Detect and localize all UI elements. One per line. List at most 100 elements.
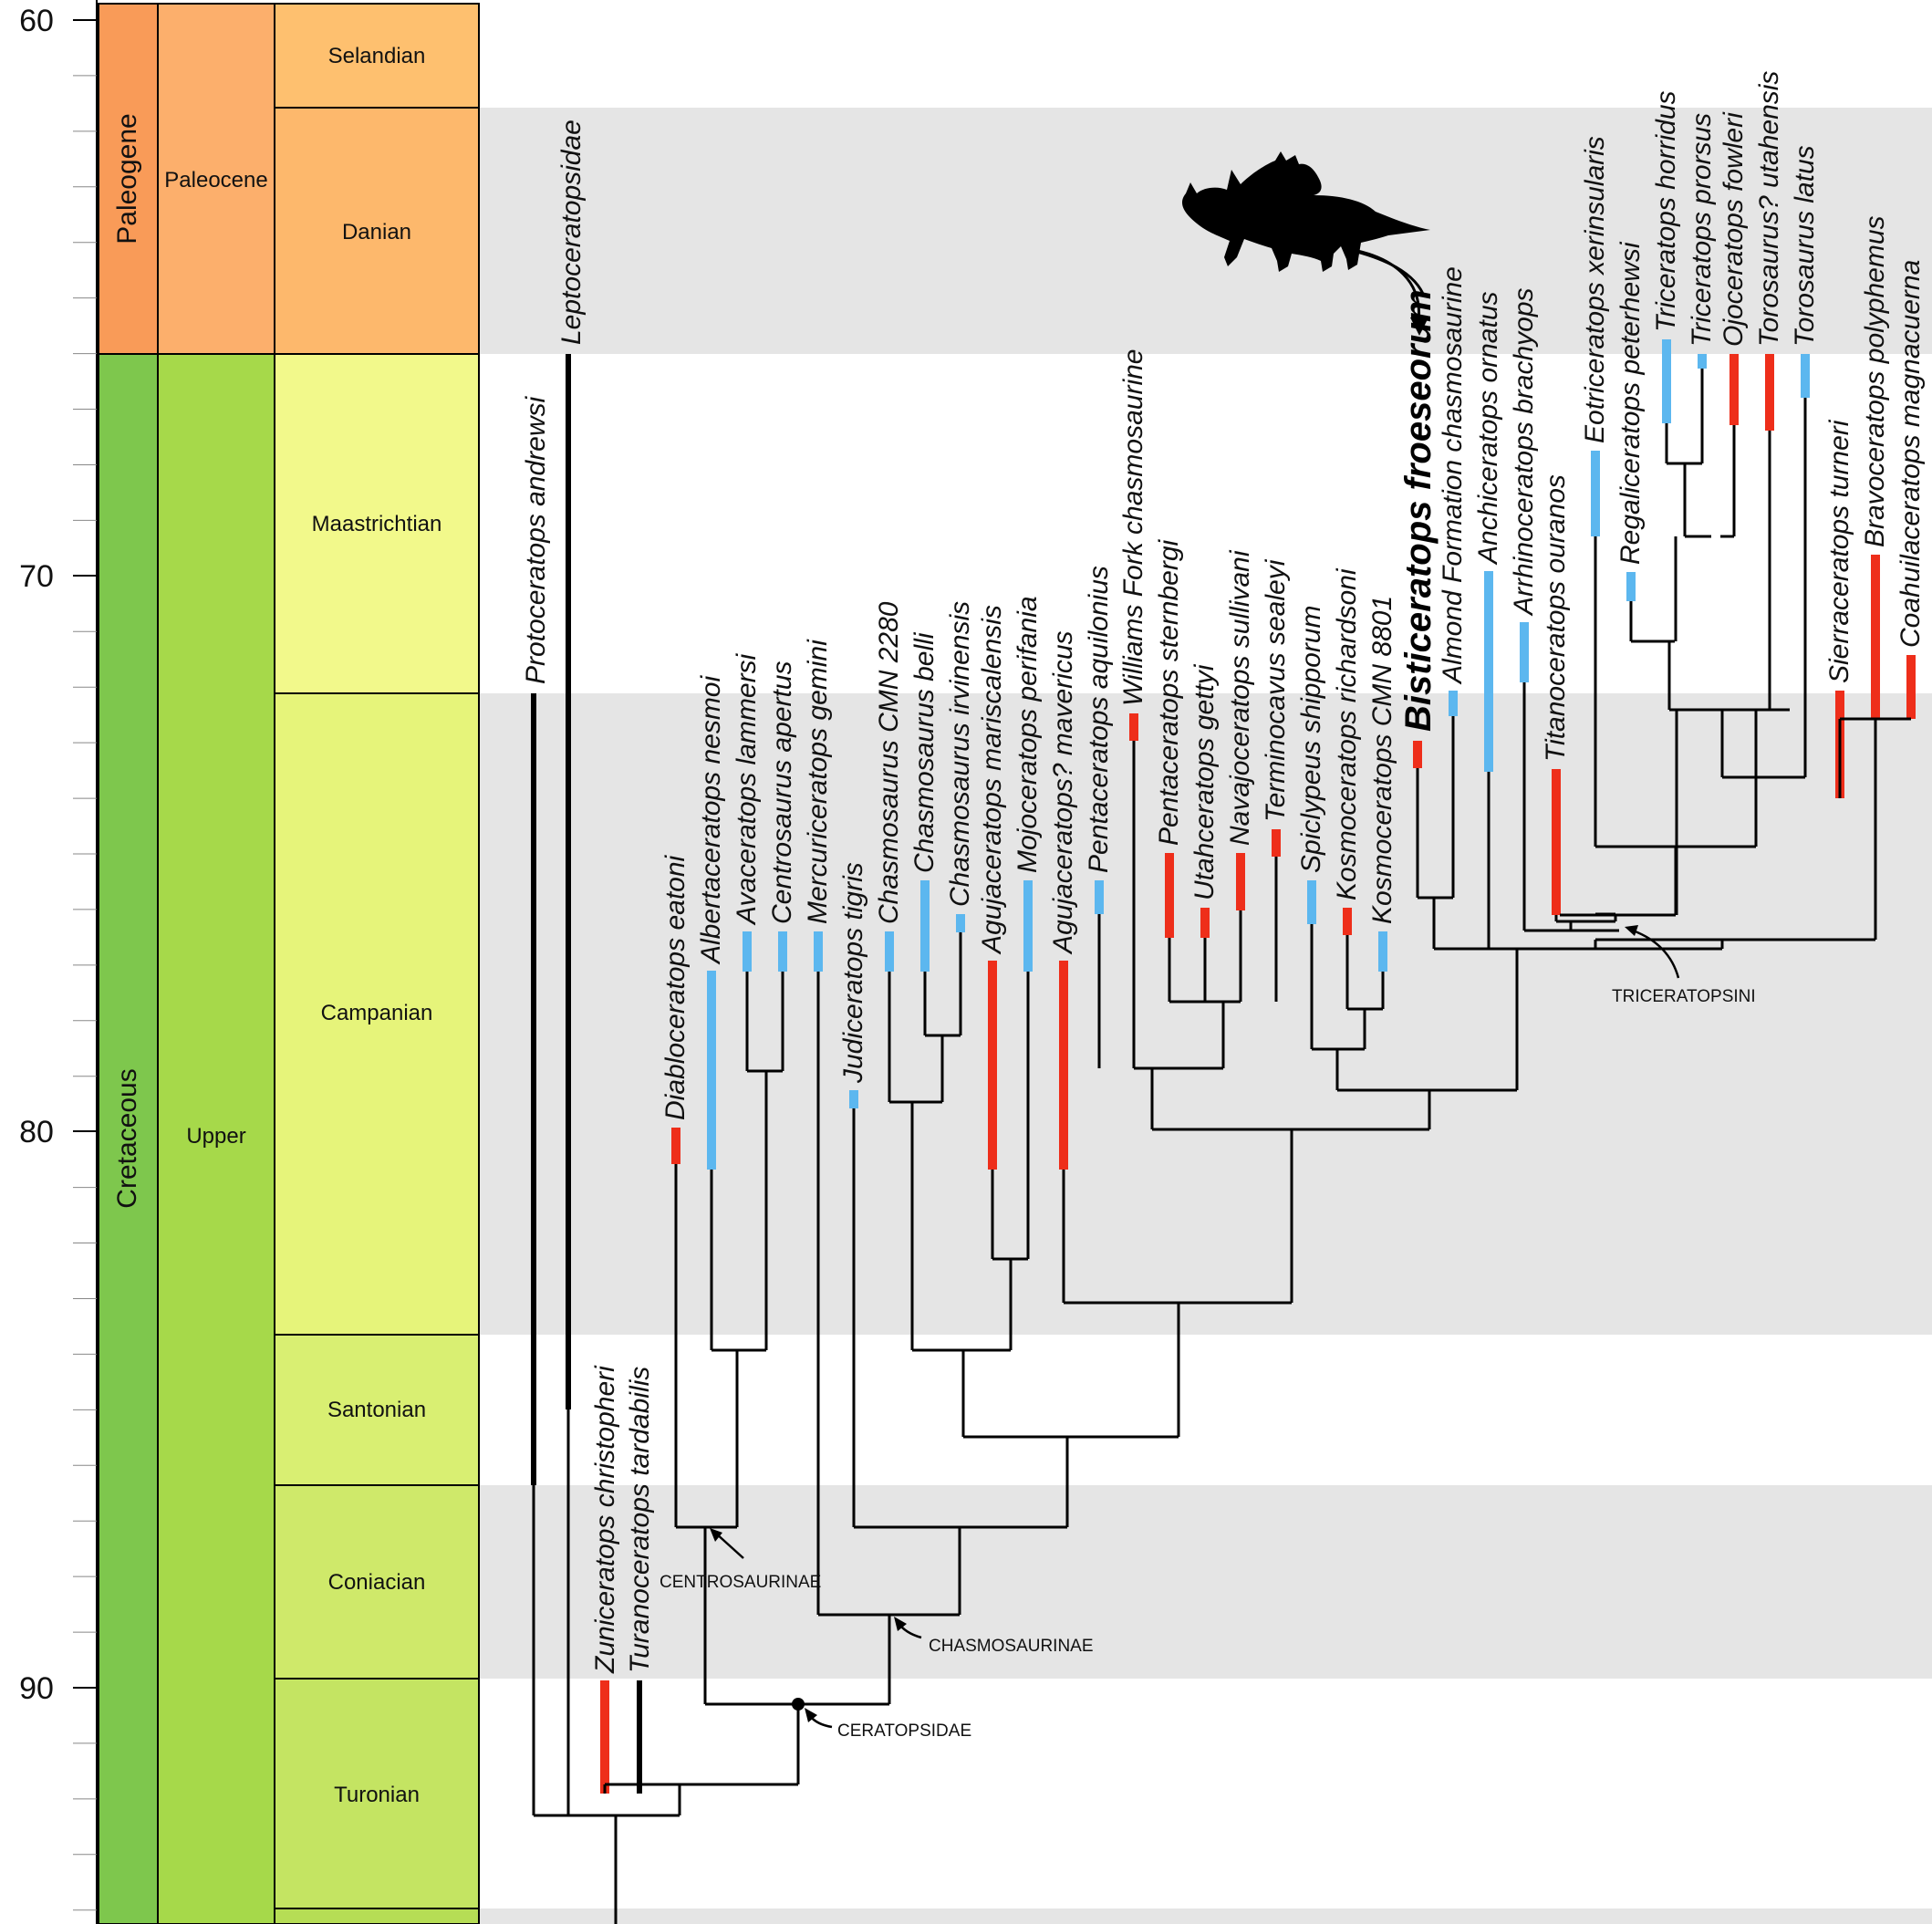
ceratopsid-silhouette-icon xyxy=(1181,151,1430,336)
ceratopsidae-node-dot xyxy=(792,1698,805,1711)
range-titanoceratops xyxy=(1552,769,1561,915)
phylogeny-branches xyxy=(532,369,1911,1924)
taxon-labels: Protoceratops andrewsi Leptoceratopsidae… xyxy=(521,71,1926,1674)
taxon-label-toro-latus: Torosaurus latus xyxy=(1790,145,1820,347)
epoch-upper-label: Upper xyxy=(186,1124,245,1149)
range-aguj-maris xyxy=(988,961,997,1170)
taxon-label-penta-stern: Pentaceratops sternbergi xyxy=(1154,538,1184,846)
range-almond xyxy=(1449,691,1458,716)
axis-tick-60: 60 xyxy=(19,4,54,38)
clade-label-chasmosaurinae: CHASMOSAURINAE xyxy=(929,1637,1094,1656)
band-coniacian xyxy=(479,1485,1932,1679)
range-kosmo-rich xyxy=(1343,908,1352,935)
axis-tick-70: 70 xyxy=(19,559,54,594)
taxon-label-albertaceratops: Albertaceratops nesmoi xyxy=(696,675,726,965)
range-chasmo2280 xyxy=(885,931,894,972)
taxon-label-titanoceratops: Titanoceratops ouranos xyxy=(1541,474,1571,762)
stage-maastrichtian-box xyxy=(274,353,480,694)
range-bravoceratops xyxy=(1871,555,1880,719)
band-cenomanian xyxy=(479,1908,1932,1924)
range-terminocavus xyxy=(1272,829,1281,857)
range-arrhinoceratops xyxy=(1520,622,1529,682)
range-judiceratops xyxy=(849,1090,858,1108)
range-bisticeratops xyxy=(1413,741,1422,768)
range-coahuilaceratops xyxy=(1906,655,1916,719)
range-ojoceratops xyxy=(1729,354,1739,425)
range-mercuriceratops xyxy=(814,931,823,972)
band-campanian xyxy=(479,693,1932,1335)
range-chasmo-irv xyxy=(956,914,965,932)
taxon-label-centrosaurus: Centrosaurus apertus xyxy=(767,661,797,925)
range-zuniceratops xyxy=(600,1680,609,1794)
taxon-label-coahuilaceratops: Coahuilaceratops magnacuerna xyxy=(1896,260,1926,648)
range-chasmo-belli xyxy=(920,880,930,972)
range-albertaceratops xyxy=(707,971,716,1170)
taxon-label-eotriceratops: Eotriceratops xerinsularis xyxy=(1580,136,1610,443)
range-navajoceratops xyxy=(1236,853,1245,910)
taxon-label-sierraceratops: Sierraceratops turneri xyxy=(1824,419,1854,683)
taxon-label-navajoceratops: Navajoceratops sullivani xyxy=(1225,549,1255,846)
stage-danian-box xyxy=(274,107,480,355)
stage-selandian-box xyxy=(274,3,480,109)
taxon-label-kosmo-rich: Kosmoceratops richardsoni xyxy=(1332,567,1362,900)
stage-coniacian-label: Coniacian xyxy=(328,1570,426,1595)
taxon-label-terminocavus: Terminocavus sealeyi xyxy=(1261,558,1291,822)
range-mojoceratops xyxy=(1023,880,1033,972)
stage-coniacian-box xyxy=(274,1484,480,1680)
range-diabloceratops xyxy=(671,1128,680,1164)
range-tri-prorsus xyxy=(1698,354,1707,369)
stage-campanian-label: Campanian xyxy=(321,1001,433,1025)
taxon-label-chasmo2280: Chasmosaurus CMN 2280 xyxy=(874,601,904,924)
taxon-label-anchiceratops: Anchiceratops ornatus xyxy=(1473,291,1503,566)
taxon-label-bravoceratops: Bravoceratops polyphemus xyxy=(1860,215,1890,547)
taxon-label-avaceratops: Avaceratops lammersi xyxy=(732,652,762,926)
taxon-label-mercuriceratops: Mercuriceratops gemini xyxy=(803,639,833,924)
taxon-label-zuniceratops: Zuniceratops christopheri xyxy=(590,1365,620,1674)
range-penta-aquil xyxy=(1095,880,1104,914)
range-eotriceratops xyxy=(1591,451,1600,536)
stage-santonian-box xyxy=(274,1334,480,1486)
taxon-label-aguj-mav: Agujaceratops? mavericus xyxy=(1048,630,1078,955)
clade-label-triceratopsini: TRICERATOPSINI xyxy=(1612,987,1756,1006)
taxon-label-protoceratops: Protoceratops andrewsi xyxy=(521,396,551,684)
range-toro-latus xyxy=(1801,354,1810,398)
range-kosmo8801 xyxy=(1378,931,1387,972)
band-danian xyxy=(479,108,1932,354)
taxon-label-arrhinoceratops: Arrhinoceratops brachyops xyxy=(1509,287,1539,617)
epoch-paleocene-label: Paleocene xyxy=(164,168,267,192)
stage-turonian-box xyxy=(274,1678,480,1909)
range-toro-utah xyxy=(1765,354,1774,431)
axis-tick-90: 90 xyxy=(19,1671,54,1706)
taxon-label-turanoceratops: Turanoceratops tardabilis xyxy=(625,1367,655,1673)
background-bands xyxy=(479,108,1932,1924)
taxon-label-leptoceratopsidae: Leptoceratopsidae xyxy=(556,120,587,345)
taxon-label-judiceratops: Judiceratops tigris xyxy=(838,862,868,1084)
epoch-upper-box xyxy=(157,353,275,1924)
range-aguj-mav xyxy=(1059,961,1068,1170)
stage-selandian-label: Selandian xyxy=(328,44,426,68)
range-penta-stern xyxy=(1165,853,1174,938)
range-spiclypeus xyxy=(1307,880,1316,924)
range-anchiceratops xyxy=(1484,571,1493,772)
taxon-label-spiclypeus: Spiclypeus shipporum xyxy=(1296,606,1326,873)
stage-turonian-label: Turonian xyxy=(334,1783,420,1807)
stage-cenomanian-box xyxy=(274,1908,480,1924)
range-utahceratops xyxy=(1200,908,1210,938)
period-cretaceous-label: Cretaceous xyxy=(112,1068,142,1208)
taxon-label-diabloceratops: Diabloceratops eatoni xyxy=(660,854,691,1120)
period-paleogene-label: Paleogene xyxy=(112,113,142,244)
stage-danian-label: Danian xyxy=(342,220,411,244)
axis-tick-80: 80 xyxy=(19,1115,54,1149)
taxon-label-toro-utah: Torosaurus? utahensis xyxy=(1754,71,1784,347)
taxon-label-kosmo8801: Kosmoceratops CMN 8801 xyxy=(1367,596,1397,924)
clade-label-ceratopsidae: CERATOPSIDAE xyxy=(837,1721,971,1741)
range-tri-horridus xyxy=(1662,339,1671,423)
taxon-label-utahceratops: Utahceratops gettyi xyxy=(1189,663,1220,900)
range-avaceratops xyxy=(743,931,752,972)
stratigraphic-ranges xyxy=(531,339,1916,1794)
taxon-label-ojoceratops: Ojoceratops fowleri xyxy=(1719,111,1749,347)
taxon-label-williams-fork: Williams Fork chasmosaurine xyxy=(1118,349,1148,707)
taxon-label-penta-aquil: Pentaceratops aquilonius xyxy=(1084,566,1114,873)
taxon-label-mojoceratops: Mojoceratops perifania xyxy=(1013,596,1043,873)
